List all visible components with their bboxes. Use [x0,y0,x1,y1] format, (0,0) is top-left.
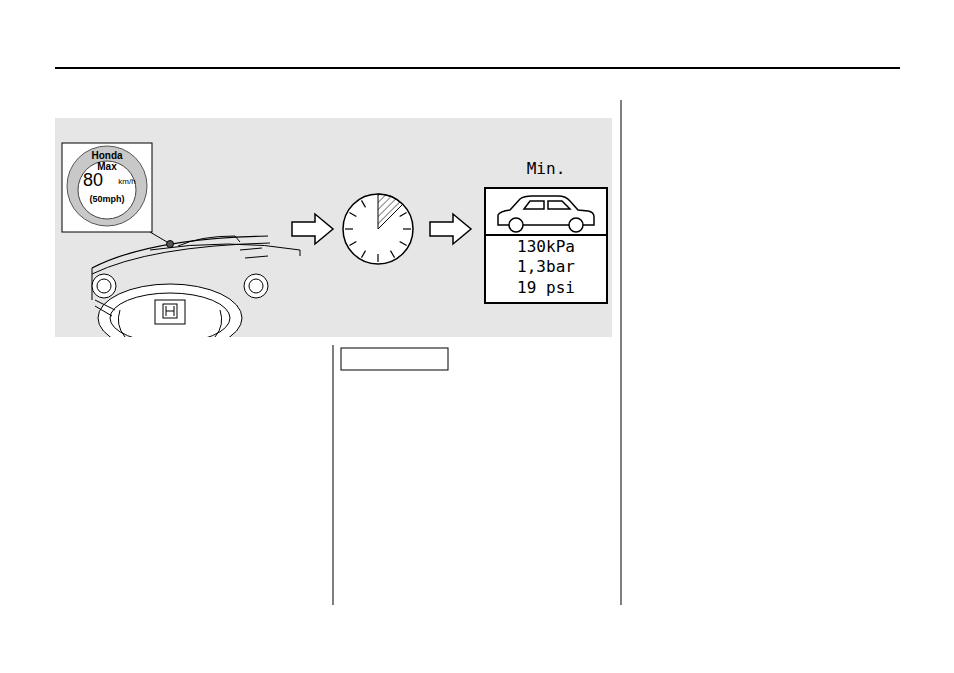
step-arrow [430,214,471,244]
pressure-bar: 1,3bar [484,259,608,275]
sticker-location [167,241,174,248]
column-rule [621,100,622,605]
column-rule [333,345,334,605]
header-rule [55,67,900,69]
notice-box [341,348,448,370]
dashboard-drawing [92,236,300,337]
brand-name: Honda [66,151,148,161]
speed-unit: km/h [86,178,168,186]
callout-frame [62,143,152,232]
sticker-label: Max [66,162,148,172]
leader-line [150,232,167,242]
pressure-psi: 19 psi [484,280,608,296]
speed-sticker: HondaMax80km/h(50mph) [66,145,148,227]
pressure-kpa: 130kPa [484,239,608,255]
pressure-display: Min.130kPa1,3bar19 psi [484,187,608,304]
display-heading: Min. [484,161,608,177]
step-arrow [292,214,333,244]
clock-symbol [343,194,413,264]
speed-mph: (50mph) [66,195,148,204]
